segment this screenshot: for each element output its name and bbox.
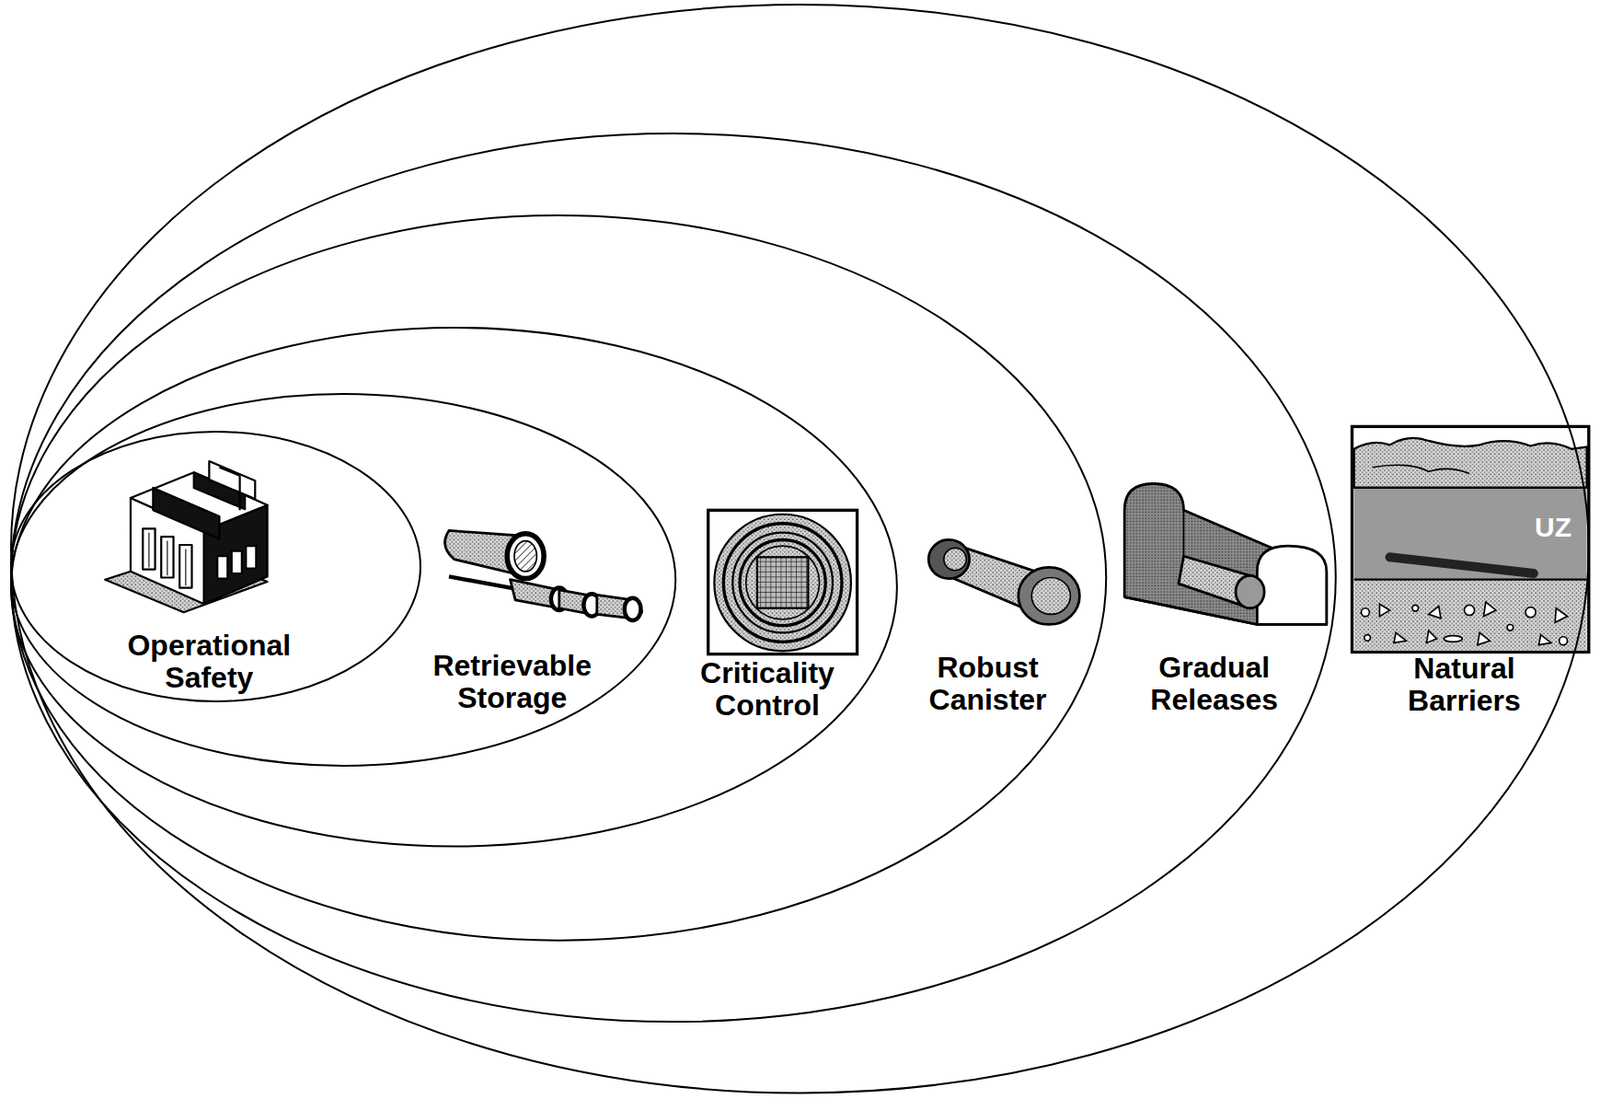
criticality-icon bbox=[708, 509, 858, 654]
layer-ellipse: Operational Safety Retrievable Storage Cri… bbox=[10, 3, 1590, 1094]
ellipse-outline bbox=[10, 132, 1337, 1023]
layer-label: Operational Safety bbox=[107, 629, 311, 694]
drift-icon bbox=[1124, 483, 1327, 624]
layer-label: Gradual Releases bbox=[1113, 651, 1316, 716]
zone-label: UZ bbox=[1534, 512, 1572, 542]
layer-label: Natural Barriers bbox=[1362, 652, 1566, 717]
ellipse-outline bbox=[10, 392, 677, 767]
layer-ellipse: Operational Safety Retrievable Storage Cri… bbox=[10, 326, 898, 848]
ellipse-outline bbox=[10, 214, 1107, 942]
canister-icon bbox=[928, 539, 1080, 624]
layer-ellipse: Operational Safety Retrievable Storage Cri… bbox=[10, 132, 1337, 1023]
layer-ellipse: Operational Safety Retrievable Storage bbox=[10, 392, 677, 767]
layer-ellipse: Operational Safety Retrievable Storage Cri… bbox=[10, 214, 1107, 942]
layer-label: Retrievable Storage bbox=[411, 649, 614, 714]
ellipse-outline bbox=[10, 326, 898, 848]
storage-casks-icon bbox=[445, 529, 644, 621]
layer-label: Criticality Control bbox=[666, 656, 869, 722]
geology-icon bbox=[1351, 425, 1589, 652]
facility-icon bbox=[104, 460, 267, 612]
ellipse-outline bbox=[10, 3, 1590, 1094]
layer-ellipse: Operational Safety bbox=[10, 430, 422, 703]
layer-label: Robust Canister bbox=[886, 651, 1090, 716]
